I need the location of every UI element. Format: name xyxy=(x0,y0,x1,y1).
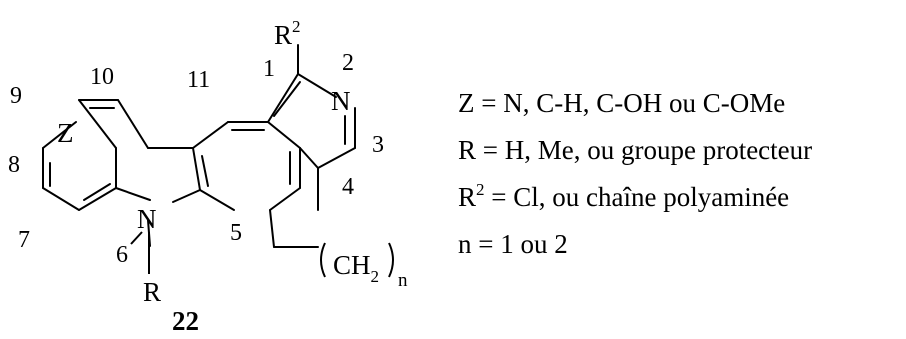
legend-r2-rest: = Cl, ou chaîne polyaminée xyxy=(484,182,790,212)
position-numbers: 1 2 3 4 5 6 7 8 9 10 11 xyxy=(8,50,384,268)
legend-n: n = 1 ou 2 xyxy=(458,229,568,259)
atom-ch-sub: 2 xyxy=(371,267,380,286)
pos-9: 9 xyxy=(10,83,22,109)
atom-r2-base: R xyxy=(274,20,292,50)
atom-n-indole: N xyxy=(137,204,157,234)
n-c7a-bond xyxy=(130,231,143,245)
atom-n-subscript: n xyxy=(398,270,408,291)
pos-10: 10 xyxy=(90,64,114,90)
left-paren xyxy=(320,242,326,278)
legend-r2-base: R xyxy=(458,182,477,212)
compound-number: 22 xyxy=(172,306,199,334)
pos-5: 5 xyxy=(230,220,242,246)
pos-3: 3 xyxy=(372,132,384,158)
atom-r2: R2 xyxy=(274,17,301,50)
pos-8: 8 xyxy=(8,152,20,178)
pos-2: 2 xyxy=(342,50,354,76)
legend-z: Z = N, C-H, C-OH ou C-OMe xyxy=(458,88,786,118)
right-paren xyxy=(388,242,394,278)
substituent-legend: Z = N, C-H, C-OH ou C-OMe R = H, Me, ou … xyxy=(458,80,812,268)
atom-r2-sup: 2 xyxy=(292,17,301,36)
pos-7: 7 xyxy=(18,227,30,253)
atom-n-ring: N xyxy=(331,86,351,116)
pos-4: 4 xyxy=(342,174,354,200)
atom-r: R xyxy=(143,277,161,307)
legend-r2: R2 = Cl, ou chaîne polyaminée xyxy=(458,174,812,221)
pos-6: 6 xyxy=(116,242,128,268)
legend-r: R = H, Me, ou groupe protecteur xyxy=(458,135,813,165)
legend-r2-sup: 2 xyxy=(476,180,485,199)
bond-lines xyxy=(42,44,356,248)
atom-z: Z xyxy=(57,118,74,148)
pos-1: 1 xyxy=(263,56,275,82)
atom-ch: CH xyxy=(333,250,371,280)
pos-11: 11 xyxy=(187,67,210,93)
atom-ch2: CH2 xyxy=(333,250,379,286)
atom-labels: Z N N R R2 CH2 n xyxy=(57,17,408,307)
